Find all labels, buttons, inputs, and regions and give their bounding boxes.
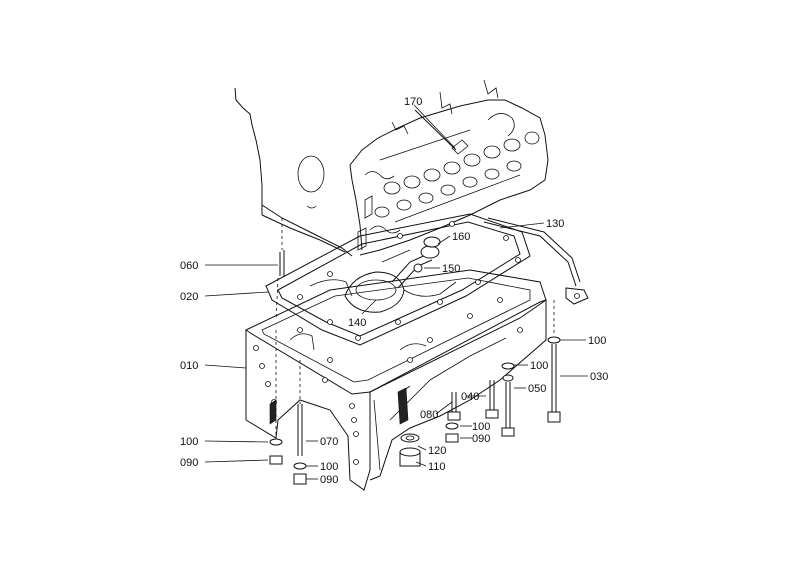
callout-100-right: 100: [588, 335, 606, 347]
callout-100-mid: 100: [530, 360, 548, 372]
callout-110: 110: [428, 461, 446, 473]
callout-090-lower: 090: [320, 474, 338, 486]
callout-090-drain: 090: [472, 433, 490, 445]
callout-160: 160: [452, 231, 470, 243]
callout-100-lower: 100: [320, 461, 338, 473]
callout-120: 120: [428, 445, 446, 457]
callout-150: 150: [442, 263, 460, 275]
callout-070: 070: [320, 436, 338, 448]
callout-130: 130: [546, 218, 564, 230]
callout-010: 010: [180, 360, 198, 372]
dipstick-guide: [483, 217, 589, 305]
callout-020: 020: [180, 291, 198, 303]
callout-090-left: 090: [180, 457, 198, 469]
callout-050: 050: [528, 383, 546, 395]
callout-100-left: 100: [180, 436, 198, 448]
fasteners: [269, 300, 561, 485]
callout-170: 170: [404, 96, 422, 108]
callout-labels: 170 130 160 150 140 060 020 010 100 090 …: [180, 96, 608, 486]
callout-060: 060: [180, 260, 198, 272]
callout-100-drain: 100: [472, 421, 490, 433]
callout-080: 080: [420, 409, 438, 421]
callout-040: 040: [461, 391, 479, 403]
callout-140: 140: [348, 317, 366, 329]
oil-pan: [244, 269, 547, 491]
callout-030: 030: [590, 371, 608, 383]
stud-060: [275, 218, 285, 321]
oil-strainer: [309, 236, 457, 313]
leader-lines: [204, 104, 588, 480]
